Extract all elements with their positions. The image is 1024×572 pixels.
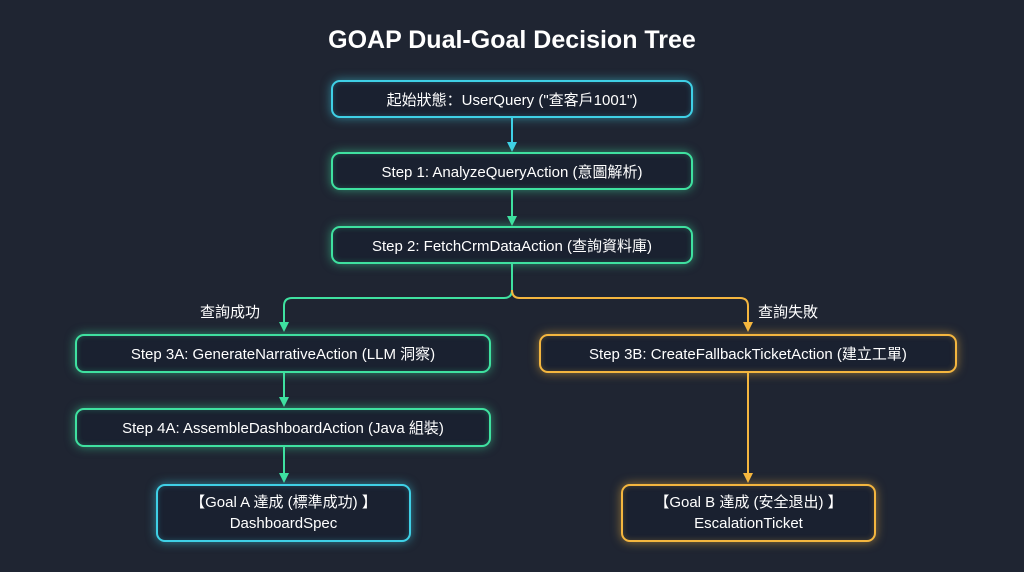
goal-b-title: 【Goal B 達成 (安全退出) 】 bbox=[654, 494, 843, 511]
goal-a-output: DashboardSpec bbox=[229, 515, 338, 532]
edge-step2-step3b bbox=[511, 289, 753, 332]
start-state-node: 起始狀態：UserQuery ("查客戶1001") bbox=[331, 80, 693, 118]
goal-b-node: 【Goal B 達成 (安全退出) 】 EscalationTicket bbox=[621, 484, 876, 542]
step2-label: Step 2: FetchCrmDataAction (查詢資料庫) bbox=[371, 237, 653, 255]
goal-b-output: EscalationTicket bbox=[694, 515, 803, 532]
step3a-node: Step 3A: GenerateNarrativeAction (LLM 洞察… bbox=[75, 334, 491, 373]
step4a-label: Step 4A: AssembleDashboardAction (Java 組… bbox=[122, 420, 444, 437]
step2-node: Step 2: FetchCrmDataAction (查詢資料庫) bbox=[331, 226, 693, 264]
goal-a-title: 【Goal A 達成 (標準成功) 】 bbox=[190, 494, 377, 511]
step4a-node: Step 4A: AssembleDashboardAction (Java 組… bbox=[75, 408, 491, 447]
step3b-node: Step 3B: CreateFallbackTicketAction (建立工… bbox=[539, 334, 957, 373]
goal-a-node: 【Goal A 達成 (標準成功) 】 DashboardSpec bbox=[156, 484, 411, 542]
step3a-label: Step 3A: GenerateNarrativeAction (LLM 洞察… bbox=[130, 346, 436, 363]
edge-step2-step3a bbox=[279, 264, 513, 332]
success-branch-label: 查詢成功 bbox=[200, 304, 261, 321]
start-state-label: 起始狀態：UserQuery ("查客戶1001") bbox=[386, 91, 638, 109]
step3b-label: Step 3B: CreateFallbackTicketAction (建立工… bbox=[589, 346, 907, 363]
step1-node: Step 1: AnalyzeQueryAction (意圖解析) bbox=[331, 152, 693, 190]
step1-label: Step 1: AnalyzeQueryAction (意圖解析) bbox=[381, 163, 643, 181]
failure-branch-label: 查詢失敗 bbox=[758, 304, 819, 321]
diagram-title: GOAP Dual-Goal Decision Tree bbox=[328, 26, 696, 54]
